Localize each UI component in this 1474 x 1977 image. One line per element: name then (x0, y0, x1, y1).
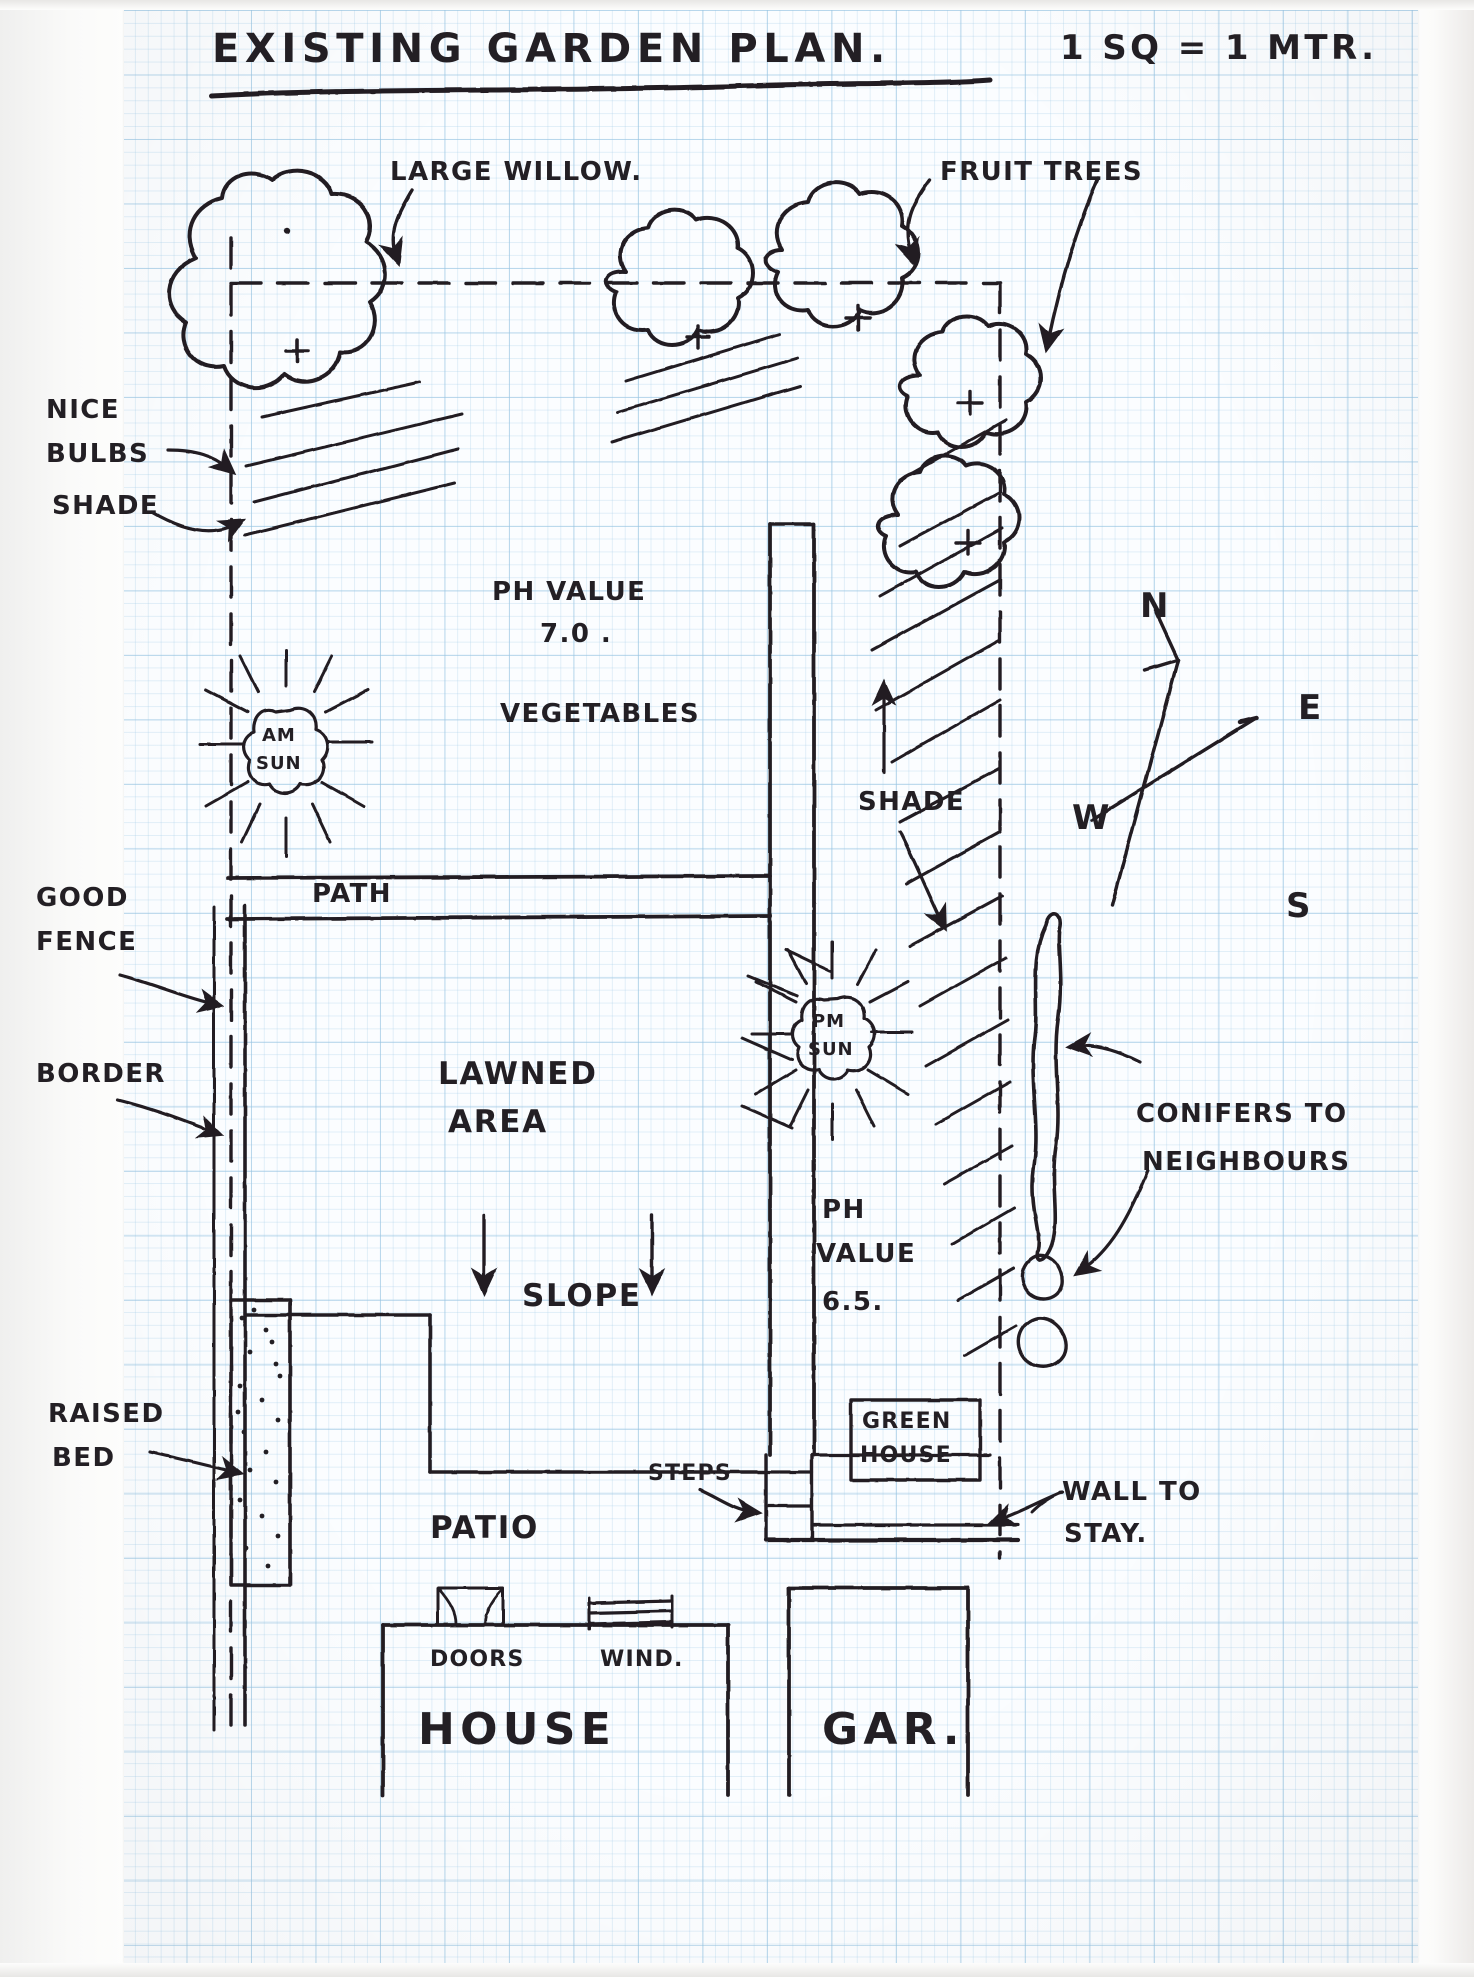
label-raised: RAISED (48, 1399, 165, 1429)
label-lawned: LAWNED (438, 1056, 598, 1092)
label-wall-to-stay-line2: STAY. (1064, 1519, 1148, 1549)
label-vegetables: VEGETABLES (500, 699, 700, 729)
label-steps: STEPS (648, 1461, 732, 1486)
label-ph-value-top-number: 7.0 . (540, 619, 613, 649)
page-left-margin (0, 0, 126, 1977)
label-patio: PATIO (430, 1510, 540, 1546)
label-large-willow: LARGE WILLOW. (390, 157, 643, 187)
label-good: GOOD (36, 883, 129, 913)
label-bed: BED (52, 1443, 116, 1473)
label-pm-sun-line2: SUN (808, 1039, 854, 1060)
label-ph-bottom-l3: 6.5. (822, 1287, 884, 1317)
label-greenhouse-line1: GREEN (862, 1409, 952, 1434)
label-conifers-line2: NEIGHBOURS (1142, 1147, 1351, 1177)
label-ph-bottom-l2: VALUE (816, 1239, 917, 1269)
label-path: PATH (312, 879, 392, 909)
page-bottom-margin (0, 1963, 1474, 1977)
compass-east-label: E (1298, 688, 1324, 728)
page-right-margin (1416, 0, 1474, 1977)
label-greenhouse-line2: HOUSE (860, 1443, 952, 1468)
label-house: HOUSE (418, 1704, 617, 1755)
compass-west-label: W (1072, 798, 1112, 838)
label-bulbs: BULBS (46, 439, 150, 469)
label-garage: GAR. (822, 1704, 965, 1755)
label-am-sun-line2: SUN (256, 753, 302, 774)
label-slope: SLOPE (522, 1278, 642, 1314)
label-nice: NICE (46, 395, 120, 425)
scale-note: 1 SQ = 1 MTR. (1060, 28, 1378, 68)
compass-north-label: N (1140, 586, 1171, 626)
label-fence: FENCE (36, 927, 138, 957)
label-shade-right: SHADE (858, 787, 966, 817)
label-conifers-line1: CONIFERS TO (1136, 1099, 1348, 1129)
compass-south-label: S (1286, 886, 1313, 926)
label-lawned-area: AREA (448, 1104, 548, 1140)
raised-bed-stipple (235, 1307, 283, 1569)
label-am-sun-line1: AM (262, 725, 296, 746)
label-wall-to-stay-line1: WALL TO (1062, 1477, 1202, 1507)
label-pm-sun-line1: PM (812, 1011, 846, 1032)
label-ph-bottom-l1: PH (822, 1195, 866, 1225)
label-fruit-trees: FRUIT TREES (940, 157, 1144, 187)
label-doors: DOORS (430, 1647, 525, 1672)
label-shade-left: SHADE (52, 491, 160, 521)
page-top-margin (0, 0, 1474, 10)
label-window: WIND. (600, 1647, 684, 1672)
label-ph-value-top: PH VALUE (492, 577, 647, 607)
page-title: EXISTING GARDEN PLAN. (212, 26, 891, 72)
label-border: BORDER (36, 1059, 166, 1089)
